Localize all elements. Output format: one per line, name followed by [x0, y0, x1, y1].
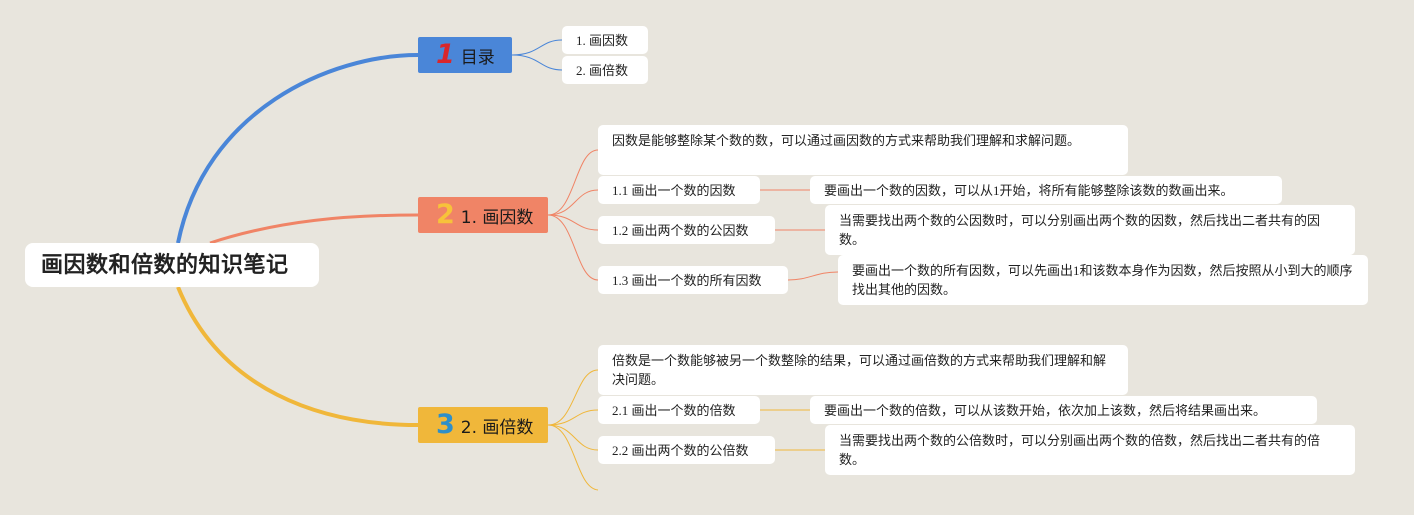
factors-item-3-detail-text: 要画出一个数的所有因数，可以先画出1和该数本身作为因数，然后按照从小到大的顺序找…: [852, 263, 1353, 297]
root-title: 画因数和倍数的知识笔记: [41, 252, 289, 278]
branch-label-factors: 1. 画因数: [460, 207, 534, 228]
factors-item-1-detail-text: 要画出一个数的因数，可以从1开始，将所有能够整除该数的数画出来。: [824, 182, 1234, 198]
branch-toc[interactable]: 1 目录: [418, 37, 512, 73]
toc-item-1-label: 1. 画因数: [576, 32, 629, 48]
multiples-item-2-detail[interactable]: 当需要找出两个数的公倍数时，可以分别画出两个数的倍数，然后找出二者共有的倍数。: [825, 425, 1355, 475]
root-topic[interactable]: 画因数和倍数的知识笔记: [25, 243, 319, 287]
toc-item-2-label: 2. 画倍数: [576, 62, 629, 78]
factors-item-1-label: 1.1 画出一个数的因数: [612, 182, 736, 198]
factors-item-3-detail[interactable]: 要画出一个数的所有因数，可以先画出1和该数本身作为因数，然后按照从小到大的顺序找…: [838, 255, 1368, 305]
factors-item-2-detail[interactable]: 当需要找出两个数的公因数时，可以分别画出两个数的因数，然后找出二者共有的因数。: [825, 205, 1355, 255]
multiples-item-2-label: 2.2 画出两个数的公倍数: [612, 442, 749, 458]
multiples-item-1-detail-text: 要画出一个数的倍数，可以从该数开始，依次加上该数，然后将结果画出来。: [824, 402, 1267, 418]
branch-label-multiples: 2. 画倍数: [460, 417, 534, 438]
multiples-item-2[interactable]: 2.2 画出两个数的公倍数: [598, 436, 775, 464]
factors-item-3-label: 1.3 画出一个数的所有因数: [612, 272, 762, 288]
factors-item-1-detail[interactable]: 要画出一个数的因数，可以从1开始，将所有能够整除该数的数画出来。: [810, 176, 1282, 204]
toc-item-2[interactable]: 2. 画倍数: [562, 56, 648, 84]
connector-branch-1: [176, 53, 419, 244]
multiples-intro[interactable]: 倍数是一个数能够被另一个数整除的结果，可以通过画倍数的方式来帮助我们理解和解决问…: [598, 345, 1128, 395]
branch-multiples[interactable]: 3 2. 画倍数: [418, 407, 548, 443]
factors-item-3[interactable]: 1.3 画出一个数的所有因数: [598, 266, 788, 294]
toc-item-1[interactable]: 1. 画因数: [562, 26, 648, 54]
multiples-item-1-detail[interactable]: 要画出一个数的倍数，可以从该数开始，依次加上该数，然后将结果画出来。: [810, 396, 1317, 424]
multiples-item-2-detail-text: 当需要找出两个数的公倍数时，可以分别画出两个数的倍数，然后找出二者共有的倍数。: [839, 433, 1321, 467]
multiples-intro-text: 倍数是一个数能够被另一个数整除的结果，可以通过画倍数的方式来帮助我们理解和解决问…: [612, 353, 1107, 387]
connector-branch-3: [176, 286, 419, 427]
multiples-item-1-label: 2.1 画出一个数的倍数: [612, 402, 736, 418]
factors-intro[interactable]: 因数是能够整除某个数的数，可以通过画因数的方式来帮助我们理解和求解问题。: [598, 125, 1128, 175]
factors-item-2-label: 1.2 画出两个数的公因数: [612, 222, 749, 238]
factors-intro-text: 因数是能够整除某个数的数，可以通过画因数的方式来帮助我们理解和求解问题。: [612, 133, 1081, 148]
branch-number-2: 2: [436, 199, 455, 230]
connector-branch-2: [209, 213, 419, 245]
branch-label-toc: 目录: [460, 47, 495, 68]
multiples-item-1[interactable]: 2.1 画出一个数的倍数: [598, 396, 760, 424]
factors-item-1[interactable]: 1.1 画出一个数的因数: [598, 176, 760, 204]
factors-item-2-detail-text: 当需要找出两个数的公因数时，可以分别画出两个数的因数，然后找出二者共有的因数。: [839, 213, 1321, 247]
branch-factors[interactable]: 2 1. 画因数: [418, 197, 548, 233]
branch-number-1: 1: [436, 39, 455, 70]
factors-item-2[interactable]: 1.2 画出两个数的公因数: [598, 216, 775, 244]
branch-number-3: 3: [436, 409, 455, 440]
